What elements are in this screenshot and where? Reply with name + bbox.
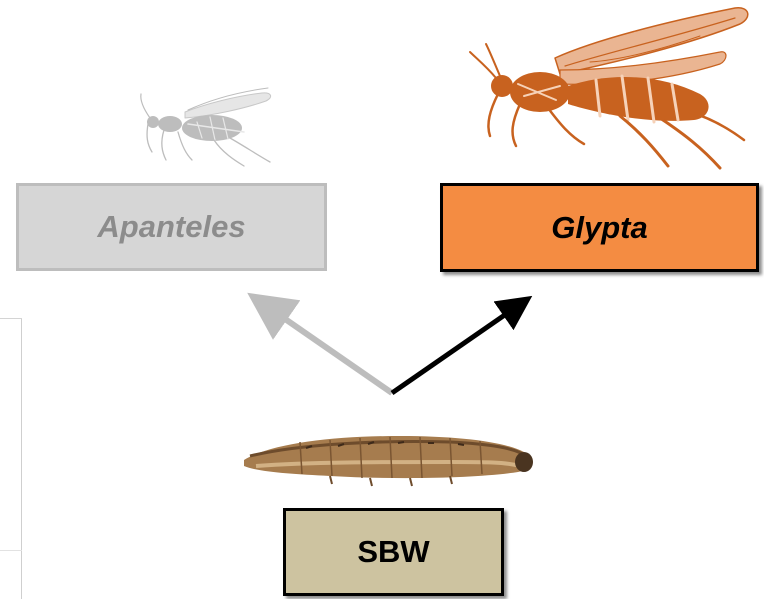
sbw-caterpillar-icon xyxy=(244,436,533,486)
arrow-to-apanteles xyxy=(262,303,392,393)
sbw-label: SBW xyxy=(357,534,429,570)
apanteles-label: Apanteles xyxy=(97,209,245,245)
apanteles-wasp-icon xyxy=(141,88,271,166)
arrow-to-glypta xyxy=(392,303,522,393)
glypta-wasp-icon xyxy=(470,8,748,168)
glypta-label: Glypta xyxy=(551,210,647,246)
apanteles-node: Apanteles xyxy=(16,183,327,271)
sbw-node: SBW xyxy=(283,508,504,596)
glypta-node: Glypta xyxy=(440,183,759,272)
